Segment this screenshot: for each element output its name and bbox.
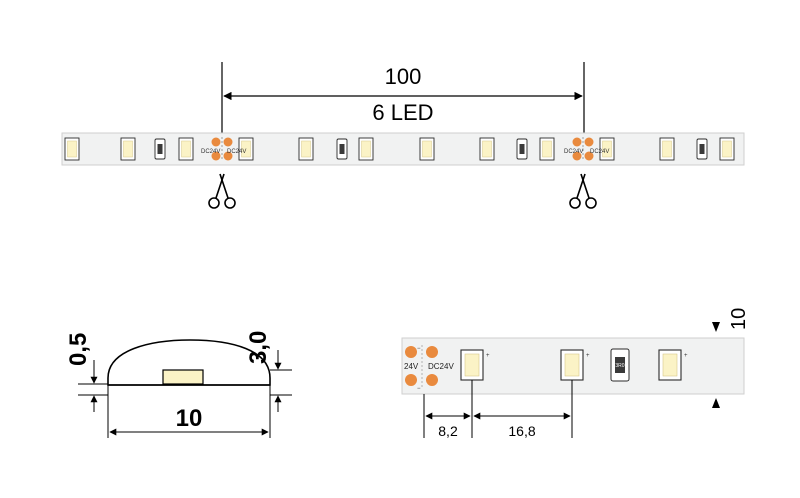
- cross-section-profile: [107, 339, 271, 386]
- solder-pad: [426, 374, 438, 386]
- pad-spacing-label: 8,2: [438, 423, 458, 439]
- resistor-core: [339, 144, 345, 154]
- solder-pad: [405, 374, 417, 386]
- top-strip-components: [64, 137, 735, 161]
- solder-pad: [426, 346, 438, 358]
- voltage-label-right: DC24V: [428, 362, 454, 371]
- detail-view: 24V DC24V − − + + + 3R0: [401, 308, 750, 439]
- scissors-icon: [208, 173, 236, 209]
- resistor-core: [519, 144, 525, 154]
- led-pitch-label: 16,8: [508, 423, 535, 439]
- solder-pad: [405, 346, 417, 358]
- pad-label-left-b: DC24V: [227, 149, 246, 155]
- led-chip: +: [658, 349, 688, 381]
- led-chip-core: [662, 140, 672, 158]
- solder-pad: [211, 137, 221, 147]
- width-arrow-top: [712, 322, 720, 332]
- pad-label-left: DC24V: [201, 149, 220, 155]
- height-label: 3,0: [245, 331, 272, 364]
- voltage-label-left: 24V: [404, 362, 419, 371]
- svg-text:+: +: [684, 353, 688, 359]
- thickness-label: 0,5: [65, 333, 92, 366]
- led-count-label: 6 LED: [372, 100, 433, 125]
- scissors-icon: [569, 173, 597, 209]
- led-strip-top: [61, 132, 745, 166]
- solder-pad: [223, 137, 233, 147]
- resistor-core: [157, 144, 163, 154]
- led-chip-core: [241, 140, 251, 158]
- section-length-label: 100: [385, 64, 422, 89]
- led-chip-core: [482, 140, 492, 158]
- solder-pad: [223, 151, 233, 161]
- pad-label-right: DC24V: [564, 149, 583, 155]
- solder-pad: [211, 151, 221, 161]
- led-chip: +: [460, 349, 490, 381]
- led-chip-core: [722, 140, 732, 158]
- svg-text:+: +: [586, 353, 590, 359]
- led-chip: +: [560, 349, 590, 381]
- led-chip-core: [181, 140, 191, 158]
- cross-section-led-chip: [162, 369, 204, 385]
- led-chip-core: [542, 140, 552, 158]
- led-chip-core: [361, 140, 371, 158]
- polarity-minus: −: [417, 346, 421, 352]
- led-chip-core: [602, 140, 612, 158]
- resistor-code: 3R0: [615, 363, 624, 369]
- led-chip-core: [123, 140, 133, 158]
- led-chip-core: [422, 140, 432, 158]
- solder-pad: [584, 151, 594, 161]
- led-chip-core: [67, 140, 77, 158]
- width-label: 10: [176, 405, 203, 432]
- solder-pad: [572, 137, 582, 147]
- svg-text:+: +: [486, 353, 490, 359]
- polarity-minus: −: [417, 386, 421, 392]
- solder-pad: [572, 151, 582, 161]
- resistor: 3R0: [610, 348, 630, 382]
- width-arrow-bottom: [712, 398, 720, 408]
- pad-label-right-b: DC24V: [590, 149, 609, 155]
- strip-width-label: 10: [728, 308, 750, 330]
- cross-section: 0,5 3,0 10: [65, 331, 292, 438]
- resistor-core: [699, 144, 705, 154]
- top-view: 100 6 LED DC24V DC24V DC24V DC24V: [61, 62, 745, 209]
- led-chip-core: [301, 140, 311, 158]
- solder-pad: [584, 137, 594, 147]
